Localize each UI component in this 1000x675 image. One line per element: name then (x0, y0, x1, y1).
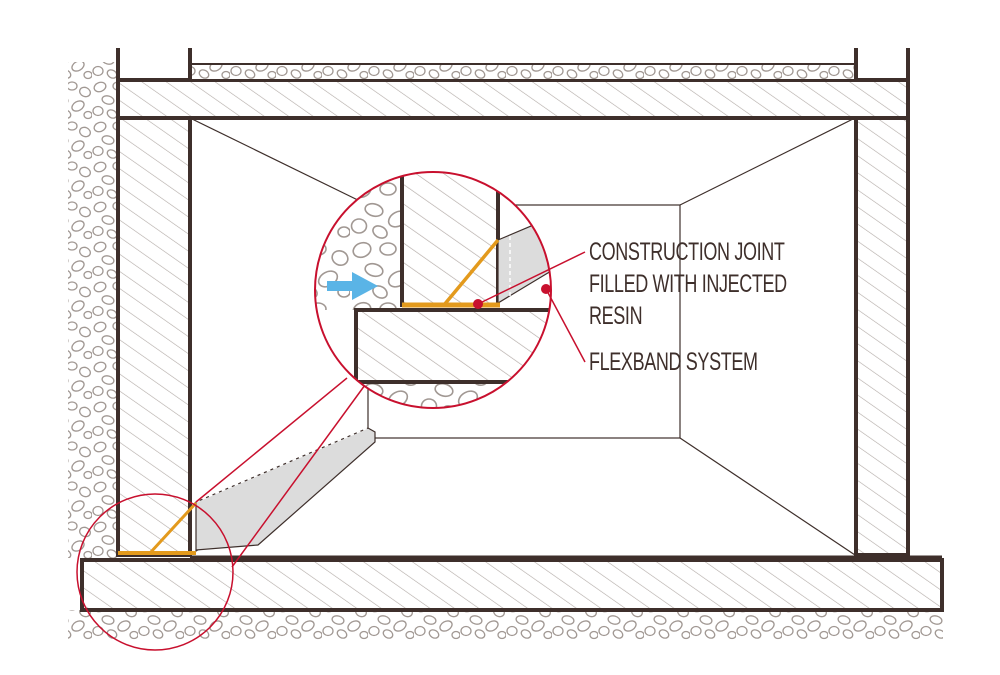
roof-slab (116, 48, 910, 120)
arrow-right-icon (327, 272, 378, 300)
gravel-bottom (68, 610, 943, 640)
leader-construction-joint (477, 251, 586, 305)
label-construction-joint: CONSTRUCTION JOINT FILLED WITH INJECTED … (589, 236, 787, 332)
detail-marker-circle (76, 493, 234, 651)
right-wall (854, 116, 910, 557)
dot-icon (473, 299, 483, 309)
callout-connector-top (195, 377, 348, 503)
gravel-left (68, 62, 118, 558)
flexband-strip (195, 427, 376, 551)
label-line: FLEXBAND SYSTEM (589, 348, 758, 376)
label-line: RESIN (589, 302, 643, 330)
dot-icon (541, 284, 551, 294)
label-flexband-system: FLEXBAND SYSTEM (589, 346, 758, 378)
label-line: FILLED WITH INJECTED (589, 270, 787, 298)
label-line: CONSTRUCTION JOINT (589, 238, 785, 266)
callout-connector-bottom (231, 384, 366, 568)
foundation-slab (80, 558, 944, 612)
left-wall (116, 116, 192, 557)
detail-magnifier-border (314, 171, 552, 409)
leader-flexband (545, 288, 586, 363)
